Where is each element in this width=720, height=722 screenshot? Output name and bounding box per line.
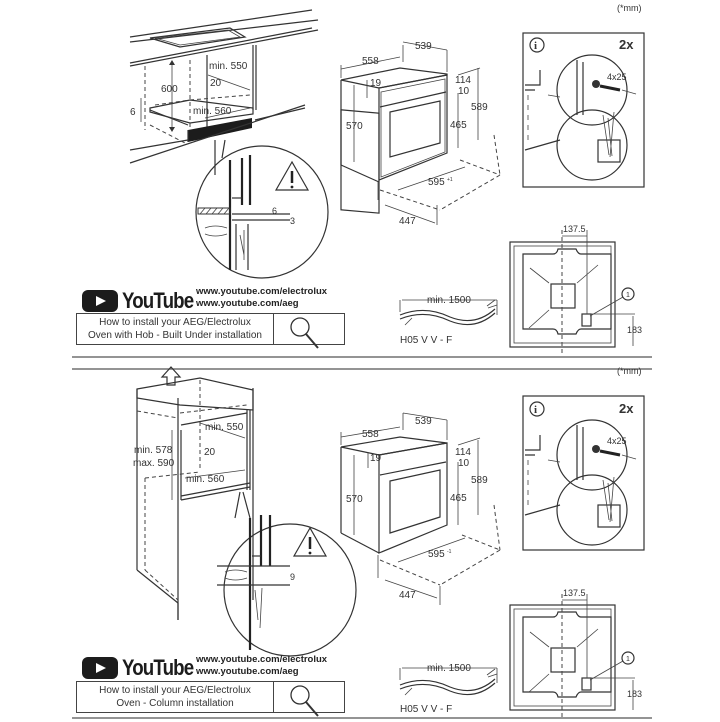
builtunder-howto-text: How to install your AEG/Electrolux Oven … bbox=[77, 314, 274, 344]
builtunder-offset-label: 6 bbox=[130, 107, 136, 118]
howto-line-2: Oven with Hob - Built Under installation bbox=[88, 330, 262, 341]
search-button[interactable] bbox=[274, 682, 344, 717]
builtunder-back-marker: 1 bbox=[626, 292, 630, 299]
column-oven-drawing bbox=[340, 412, 501, 605]
builtunder-fixing-count: 2x bbox=[619, 37, 634, 52]
column-oven-depth-total: 558 bbox=[362, 429, 379, 440]
builtunder-depth-label: min. 550 bbox=[209, 61, 248, 72]
builtunder-detail-gap-bottom: 3 bbox=[290, 216, 295, 226]
howto-line-1: How to install your AEG/Electrolux bbox=[99, 317, 251, 328]
column-gap-label: 20 bbox=[204, 447, 216, 458]
builtunder-detail-gap-top: 6 bbox=[272, 206, 277, 216]
column-detail-circle bbox=[217, 491, 357, 657]
youtube-wordmark: YouTube bbox=[122, 655, 194, 680]
builtunder-howto-box: How to install your AEG/Electrolux Oven … bbox=[76, 313, 345, 349]
youtube-play-icon bbox=[82, 290, 118, 312]
column-cabinet-drawing bbox=[136, 366, 254, 620]
builtunder-oven-front-height: 570 bbox=[346, 121, 363, 132]
column-fixing-count: 2x bbox=[619, 401, 634, 416]
youtube-logo: YouTube bbox=[82, 655, 206, 681]
column-height-min: min. 578 bbox=[134, 445, 173, 456]
builtunder-oven-panel-10: 10 bbox=[458, 86, 470, 97]
builtunder-height-label: 600 bbox=[161, 84, 178, 95]
youtube-url-aeg[interactable]: www.youtube.com/aeg bbox=[196, 298, 299, 309]
youtube-urls: www.youtube.com/electrolux www.youtube.c… bbox=[196, 654, 327, 678]
builtunder-oven-drawing bbox=[340, 41, 501, 225]
builtunder-oven-depth-body: 539 bbox=[415, 41, 432, 52]
builtunder-cable-type: H05 V V - F bbox=[400, 335, 452, 346]
info-icon: i bbox=[534, 404, 537, 416]
column-oven-width: 595 bbox=[428, 549, 445, 560]
howto-line-1: How to install your AEG/Electrolux bbox=[99, 685, 251, 696]
column-width-label: min. 560 bbox=[186, 474, 225, 485]
column-oven-width-tol: -1 bbox=[447, 549, 452, 555]
unit-note: (*mm) bbox=[617, 3, 642, 13]
builtunder-cable-length: min. 1500 bbox=[427, 295, 471, 306]
column-cable-length: min. 1500 bbox=[427, 663, 471, 674]
column-howto-text: How to install your AEG/Electrolux Oven … bbox=[77, 682, 274, 712]
builtunder-detail-circle bbox=[195, 139, 329, 279]
youtube-logo: YouTube bbox=[82, 288, 206, 314]
column-oven-height-465: 465 bbox=[450, 493, 467, 504]
column-depth-label: min. 550 bbox=[205, 422, 244, 433]
builtunder-oven-height-589: 589 bbox=[471, 102, 488, 113]
builtunder-oven-top-offset: 19 bbox=[370, 78, 382, 89]
builtunder-back-view bbox=[509, 230, 635, 355]
builtunder-cable bbox=[399, 299, 498, 326]
column-oven-panel-10: 10 bbox=[458, 458, 470, 469]
column-oven-height-589: 589 bbox=[471, 475, 488, 486]
unit-note: (*mm) bbox=[617, 366, 642, 376]
howto-line-2: Oven - Column installation bbox=[116, 698, 234, 709]
column-oven-cutout: 447 bbox=[399, 590, 416, 601]
youtube-url-electrolux[interactable]: www.youtube.com/electrolux bbox=[196, 286, 328, 297]
builtunder-oven-panel-114: 114 bbox=[455, 75, 471, 86]
column-oven-depth-body: 539 bbox=[415, 416, 432, 427]
column-back-offset-y: 183 bbox=[627, 689, 642, 699]
youtube-urls: www.youtube.com/electrolux www.youtube.c… bbox=[196, 286, 327, 310]
column-height-max: max. 590 bbox=[133, 458, 175, 469]
builtunder-oven-width-tol: +1 bbox=[447, 177, 453, 183]
column-oven-front-height: 570 bbox=[346, 494, 363, 505]
youtube-wordmark: YouTube bbox=[122, 288, 194, 313]
search-icon bbox=[290, 685, 319, 717]
search-icon bbox=[290, 317, 319, 349]
youtube-play-icon bbox=[82, 657, 118, 679]
builtunder-fixing-screw: 4x25 bbox=[607, 72, 627, 82]
column-back-marker: 1 bbox=[626, 656, 630, 663]
column-oven-panel-114: 114 bbox=[455, 447, 471, 458]
column-detail-gap: 9 bbox=[290, 572, 295, 582]
column-cable-type: H05 V V - F bbox=[400, 704, 452, 715]
column-fixing-screw: 4x25 bbox=[607, 436, 627, 446]
column-back-view bbox=[509, 594, 635, 718]
builtunder-fixing-box: i bbox=[522, 32, 645, 188]
builtunder-oven-depth-total: 558 bbox=[362, 56, 379, 67]
column-fixing-box: i bbox=[522, 395, 645, 551]
youtube-url-aeg[interactable]: www.youtube.com/aeg bbox=[196, 666, 299, 677]
builtunder-cabinet-drawing bbox=[129, 9, 319, 164]
builtunder-oven-height-465: 465 bbox=[450, 120, 467, 131]
builtunder-oven-width: 595 bbox=[428, 177, 445, 188]
search-button[interactable] bbox=[274, 314, 344, 349]
column-back-offset-x: 137.5 bbox=[563, 588, 586, 598]
youtube-url-electrolux[interactable]: www.youtube.com/electrolux bbox=[196, 654, 328, 665]
column-cable bbox=[399, 667, 498, 696]
column-howto-box: How to install your AEG/Electrolux Oven … bbox=[76, 681, 345, 717]
builtunder-gap-label: 20 bbox=[210, 78, 222, 89]
builtunder-width-label: min. 560 bbox=[193, 106, 232, 117]
info-icon: i bbox=[534, 40, 537, 52]
column-oven-top-offset: 19 bbox=[370, 453, 382, 464]
builtunder-back-offset-y: 183 bbox=[627, 325, 642, 335]
builtunder-oven-cutout: 447 bbox=[399, 216, 416, 227]
builtunder-back-offset-x: 137.5 bbox=[563, 224, 586, 234]
